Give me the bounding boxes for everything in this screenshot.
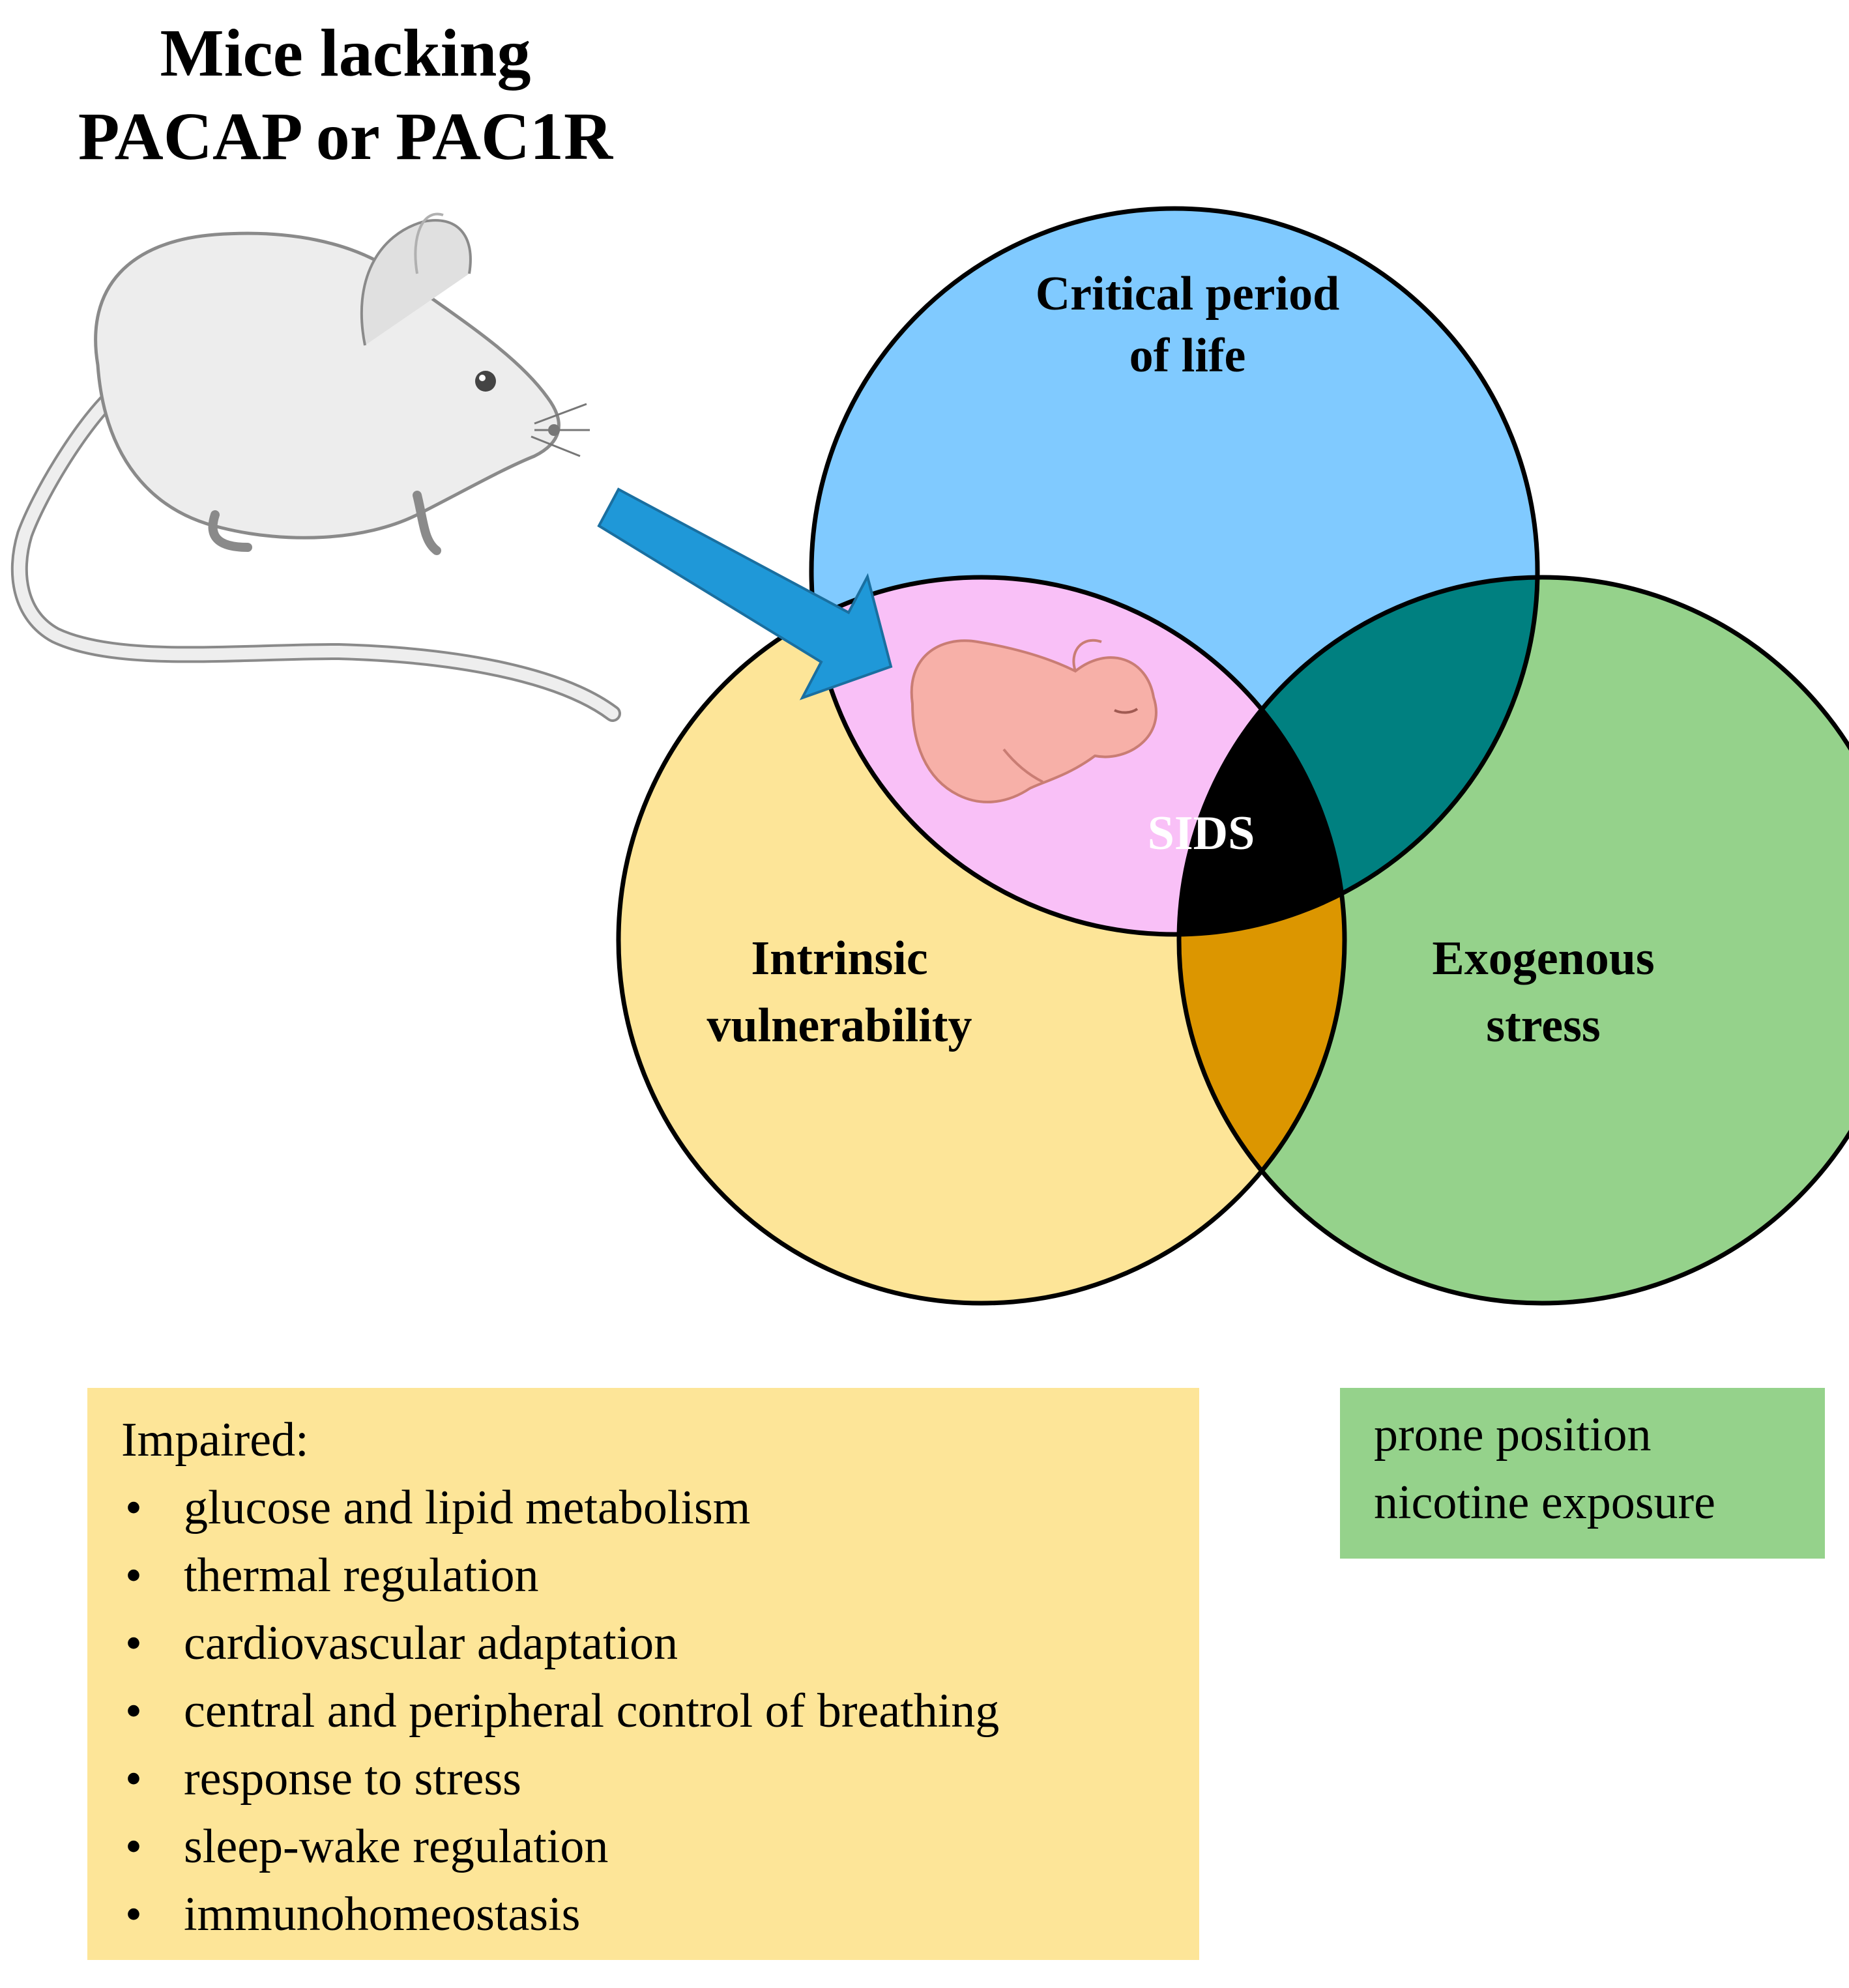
page-title: Mice lacking PACAP or PAC1R xyxy=(39,12,652,179)
bullet-icon: • xyxy=(125,1888,142,1941)
newborn-mouse-icon xyxy=(910,639,1157,803)
label-of-life: of life xyxy=(1129,329,1246,382)
list-item: • immunohomeostasis xyxy=(121,1880,1199,1948)
label-intrinsic: Intrinsic xyxy=(751,932,927,985)
bullet-icon: • xyxy=(125,1549,142,1602)
diagram-canvas: Critical period of life Intrinsic vulner… xyxy=(10,206,1849,1306)
list-item: • cardiovascular adaptation xyxy=(121,1609,1199,1677)
impaired-functions-box: Impaired: • glucose and lipid metabolism … xyxy=(87,1388,1199,1960)
impaired-list: • glucose and lipid metabolism • thermal r… xyxy=(121,1474,1199,1948)
bullet-icon: • xyxy=(125,1684,142,1738)
label-stress: stress xyxy=(1486,999,1600,1052)
list-item-text: central and peripheral control of breath… xyxy=(184,1684,1000,1738)
list-item: • central and peripheral control of breat… xyxy=(121,1677,1199,1745)
stress-item-nicotine-exposure: nicotine exposure xyxy=(1374,1476,1715,1529)
title-line-1: Mice lacking xyxy=(160,16,531,91)
bullet-icon: • xyxy=(125,1752,142,1806)
arrow-icon xyxy=(597,487,893,700)
list-item-text: cardiovascular adaptation xyxy=(184,1617,678,1670)
bullet-icon: • xyxy=(125,1481,142,1534)
overlap-critical-exogenous xyxy=(1179,577,1537,934)
list-item-text: thermal regulation xyxy=(184,1549,539,1602)
title-line-2: PACAP or PAC1R xyxy=(78,99,613,174)
list-item-text: response to stress xyxy=(184,1752,521,1806)
label-vulnerability: vulnerability xyxy=(706,999,972,1052)
exogenous-stress-box: prone position nicotine exposure xyxy=(1340,1388,1825,1559)
list-item: • glucose and lipid metabolism xyxy=(121,1474,1199,1542)
list-item-text: glucose and lipid metabolism xyxy=(184,1481,751,1534)
label-exogenous: Exogenous xyxy=(1432,932,1654,985)
mouse-icon xyxy=(10,212,621,722)
label-sids: SIDS xyxy=(1148,807,1255,860)
overlap-critical-intrinsic xyxy=(811,577,1345,934)
bullet-icon: • xyxy=(125,1617,142,1670)
bullet-icon: • xyxy=(125,1820,142,1873)
label-critical-period: Critical period xyxy=(1036,267,1340,321)
list-item-text: immunohomeostasis xyxy=(184,1888,581,1941)
list-item: • sleep-wake regulation xyxy=(121,1813,1199,1880)
list-item: • response to stress xyxy=(121,1745,1199,1813)
list-item-text: sleep-wake regulation xyxy=(184,1820,609,1873)
list-item: • thermal regulation xyxy=(121,1542,1199,1609)
stress-item-prone-position: prone position xyxy=(1374,1408,1652,1462)
impaired-heading: Impaired: xyxy=(121,1413,309,1467)
